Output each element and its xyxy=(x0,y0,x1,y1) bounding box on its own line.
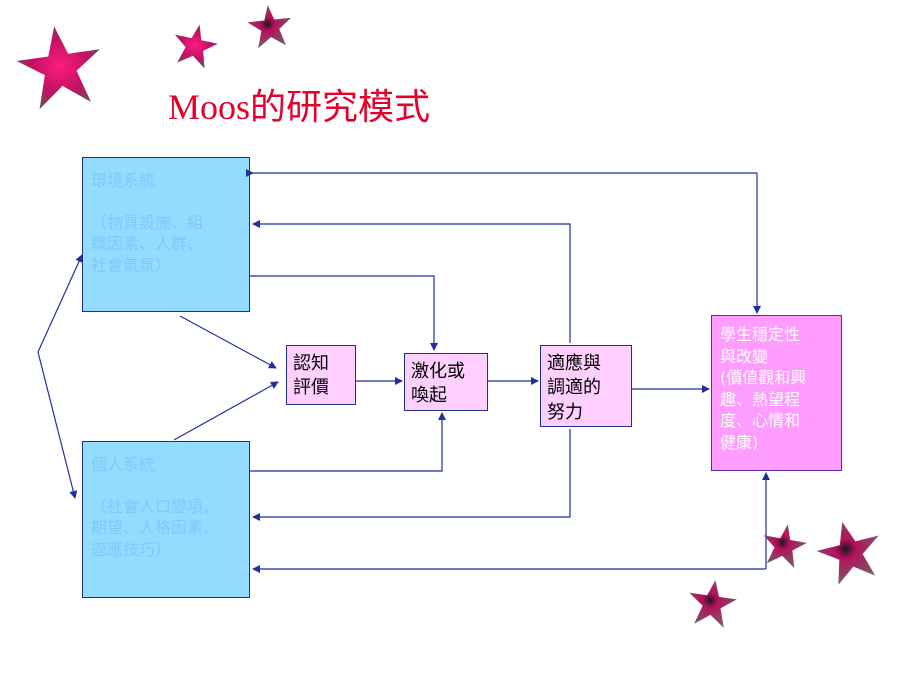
environment-line-3: （物質設施、組 xyxy=(91,212,204,232)
coping-line-3: 努力 xyxy=(547,401,583,423)
personal-line-5: 適應技巧） xyxy=(91,539,172,559)
student-outcome-box: 學生穩定性 與改變 (價值觀和興 趣、熱望程 度、心情和 健康) xyxy=(711,315,842,471)
star-icon xyxy=(816,521,879,585)
arousal-line-1: 激化或 xyxy=(411,361,465,382)
environment-system-box: 環境系統 （物質設施、組 織因素、人群、 社會氣氛） xyxy=(82,157,250,312)
star-icon xyxy=(247,5,292,49)
environment-line-1: 環境系統 xyxy=(91,171,156,190)
personal-line-3: （社會人口變項、 xyxy=(91,496,220,516)
arrow-environment-to-cognitive xyxy=(179,315,277,369)
arousal-box: 激化或 喚起 xyxy=(404,353,488,411)
arrow-coping-to-environment xyxy=(252,220,571,343)
personal-system-box: 個人系統 （社會人口變項、 期望、人格因素、 適應技巧） xyxy=(82,441,250,598)
outcome-line-2: 與改變 xyxy=(720,346,769,366)
cognitive-appraisal-box: 認知 評價 xyxy=(286,345,356,405)
coping-line-2: 調適的 xyxy=(547,377,601,399)
outcome-line-4: 趣、熱望程 xyxy=(720,389,801,409)
outcome-line-5: 度、心情和 xyxy=(720,411,801,431)
arrow-environment-to-arousal xyxy=(250,275,438,351)
arrow-bracket-to-environment xyxy=(37,254,83,353)
star-icon xyxy=(16,26,100,110)
star-icon xyxy=(763,524,807,569)
outcome-line-6: 健康) xyxy=(720,432,759,452)
environment-line-5: 社會氣氛） xyxy=(91,255,172,275)
star-icon xyxy=(174,24,218,69)
outcome-line-3: (價值觀和興 xyxy=(720,368,807,388)
star-icon xyxy=(689,580,737,628)
coping-effort-box: 適應與 調適的 努力 xyxy=(540,345,632,427)
arrow-bracket-to-personal xyxy=(37,351,78,499)
page-title: Moos的研究模式 xyxy=(168,87,431,127)
coping-line-1: 適應與 xyxy=(547,353,601,374)
arrow-personal-to-arousal xyxy=(250,412,446,472)
personal-line-4: 期望、人格因素、 xyxy=(91,518,220,538)
personal-line-1: 個人系統 xyxy=(91,455,156,474)
cognitive-line-2: 評價 xyxy=(293,377,329,399)
arrow-coping-to-personal xyxy=(252,429,571,521)
arrow-personal-to-cognitive xyxy=(173,381,279,441)
cognitive-line-1: 認知 xyxy=(293,353,329,374)
arousal-line-2: 喚起 xyxy=(411,385,447,407)
environment-line-4: 織因素、人群、 xyxy=(91,234,204,254)
outcome-line-1: 學生穩定性 xyxy=(720,325,801,344)
